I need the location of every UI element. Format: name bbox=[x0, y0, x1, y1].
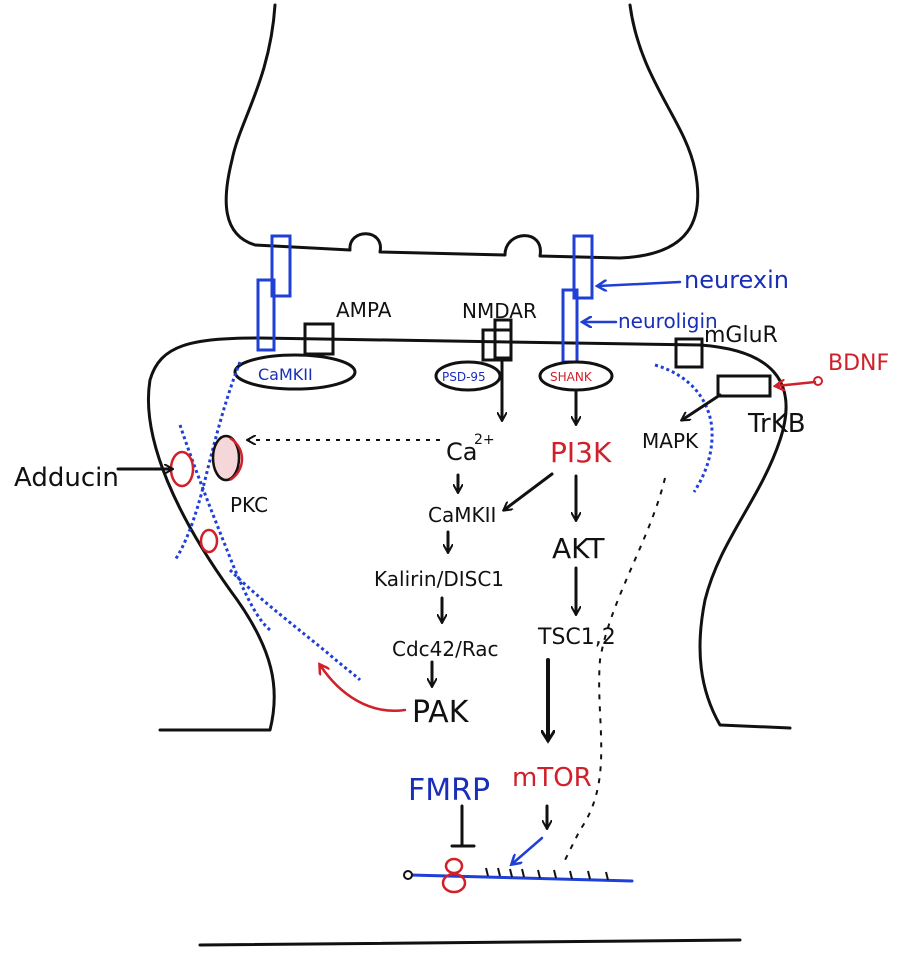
mapk-to-mrna-dashed bbox=[564, 477, 666, 861]
pi3k-to-camkii-arrow bbox=[504, 472, 554, 510]
postsynaptic-spine bbox=[147, 336, 792, 732]
fmrp-label: FMRP bbox=[408, 773, 490, 808]
pkc-oval bbox=[211, 434, 241, 482]
shank-label: SHANK bbox=[550, 370, 593, 384]
psd95-oval bbox=[434, 360, 502, 392]
camkii-label: CaMKII bbox=[428, 503, 496, 527]
small-red-oval bbox=[199, 528, 219, 554]
actin-filament-1 bbox=[173, 361, 242, 561]
kalirin-label: Kalirin/DISC1 bbox=[374, 567, 504, 591]
pak-to-actin-arrow bbox=[320, 665, 407, 713]
adducin-oval bbox=[169, 450, 195, 488]
presynaptic-terminal bbox=[224, 3, 700, 260]
psd95-label: PSD-95 bbox=[442, 370, 486, 384]
ampa-label: AMPA bbox=[336, 298, 392, 322]
dendrite-line bbox=[198, 938, 742, 947]
camkii-oval bbox=[233, 353, 357, 391]
nmdar-receptor-box bbox=[481, 318, 513, 362]
camkii-top-label: CaMKII bbox=[258, 365, 313, 384]
adducin-label: Adducin bbox=[14, 463, 119, 493]
tsc-label: TSC1,2 bbox=[537, 625, 616, 650]
mrna-strand bbox=[403, 867, 634, 883]
pkc-oval-red bbox=[229, 436, 244, 482]
akt-label: AKT bbox=[552, 532, 605, 565]
adhesion-complex-left bbox=[256, 234, 292, 352]
shank-oval bbox=[538, 360, 614, 392]
ampa-receptor-box bbox=[303, 322, 335, 356]
trkb-label: TrKB bbox=[747, 409, 806, 439]
ca-label: Ca bbox=[446, 438, 477, 466]
cdc42-label: Cdc42/Rac bbox=[392, 637, 499, 661]
pi3k-label: PI3K bbox=[550, 436, 612, 469]
neurexin-label: neurexin bbox=[684, 266, 789, 294]
mapk-label: MAPK bbox=[642, 429, 699, 453]
actin-filament-3 bbox=[228, 568, 362, 682]
bdnf-dot bbox=[813, 376, 823, 386]
actin-filament-4 bbox=[654, 363, 714, 493]
ca-superscript: 2+ bbox=[474, 432, 495, 448]
ribosome bbox=[441, 857, 467, 894]
neurexin-arrow bbox=[598, 282, 682, 286]
neuroligin-label: neuroligin bbox=[618, 309, 718, 333]
bdnf-label: BDNF bbox=[828, 351, 889, 376]
nmdar-label: NMDAR bbox=[462, 299, 537, 323]
mtor-label: mTOR bbox=[512, 763, 592, 793]
pkc-label: PKC bbox=[230, 493, 268, 517]
trkb-receptor-box bbox=[716, 374, 772, 398]
trkb-to-mapk-arrow bbox=[682, 393, 722, 420]
mglur-label: mGluR bbox=[704, 323, 778, 348]
pak-label: PAK bbox=[412, 695, 470, 730]
mglur-receptor-box bbox=[674, 337, 704, 369]
bdnf-arrow bbox=[776, 382, 817, 386]
mtor-to-mrna-arrow bbox=[512, 836, 544, 864]
